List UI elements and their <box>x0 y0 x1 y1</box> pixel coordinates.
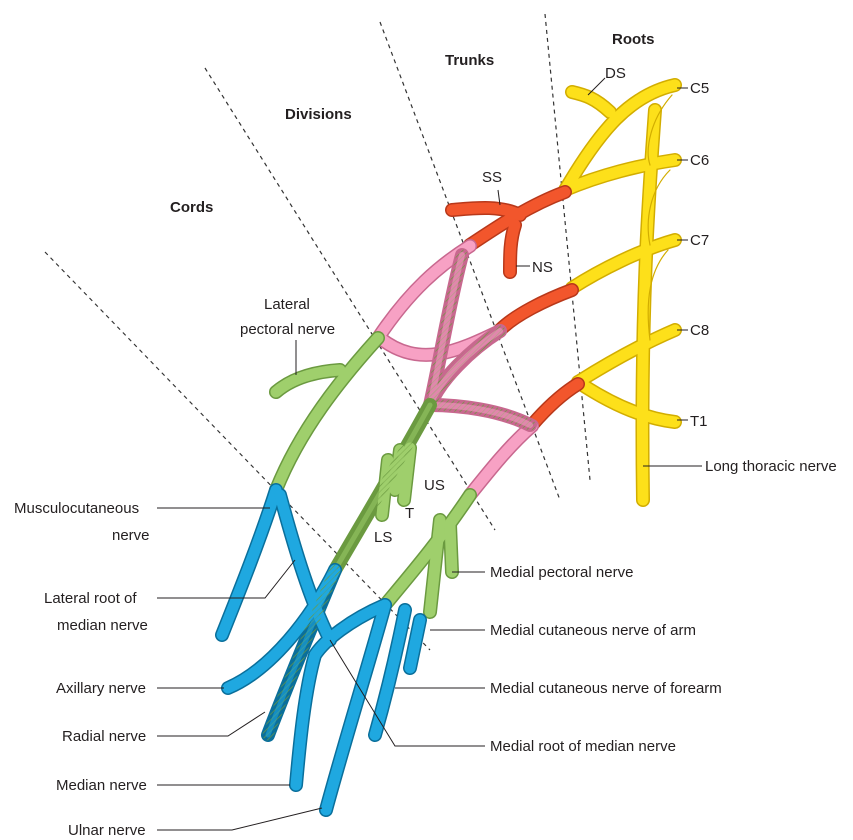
label-lateral-pectoral-1: Lateral <box>264 296 310 313</box>
label-c5: C5 <box>690 80 709 97</box>
section-label-roots: Roots <box>612 31 655 48</box>
section-label-trunks: Trunks <box>445 52 494 69</box>
label-t: T <box>405 505 414 522</box>
label-ns: NS <box>532 259 553 276</box>
label-ulnar-nerve: Ulnar nerve <box>68 822 146 839</box>
label-medial-cutaneous-arm: Medial cutaneous nerve of arm <box>490 622 696 639</box>
label-median-nerve: Median nerve <box>56 777 147 794</box>
label-medial-cutaneous-forearm: Medial cutaneous nerve of forearm <box>490 680 722 697</box>
label-radial-nerve: Radial nerve <box>62 728 146 745</box>
label-musculocutaneous-2: nerve <box>112 527 150 544</box>
label-medial-root-median: Medial root of median nerve <box>490 738 676 755</box>
label-us: US <box>424 477 445 494</box>
label-long-thoracic-nerve: Long thoracic nerve <box>705 458 837 475</box>
label-t1: T1 <box>690 413 708 430</box>
label-axillary-nerve: Axillary nerve <box>56 680 146 697</box>
labels: Roots Trunks Divisions Cords DS C5 C6 C7… <box>14 31 837 839</box>
trunks <box>452 192 578 425</box>
section-label-divisions: Divisions <box>285 106 352 123</box>
label-ss: SS <box>482 169 502 186</box>
label-lateral-root-2: median nerve <box>57 617 148 634</box>
label-c8: C8 <box>690 322 709 339</box>
label-lateral-root-1: Lateral root of <box>44 590 137 607</box>
roots <box>565 85 675 500</box>
leader-lines <box>157 78 702 830</box>
label-ds: DS <box>605 65 626 82</box>
label-ls: LS <box>374 529 392 546</box>
section-label-cords: Cords <box>170 199 213 216</box>
label-medial-pectoral-nerve: Medial pectoral nerve <box>490 564 633 581</box>
label-c6: C6 <box>690 152 709 169</box>
label-c7: C7 <box>690 232 709 249</box>
label-lateral-pectoral-2: pectoral nerve <box>240 321 335 338</box>
label-musculocutaneous-1: Musculocutaneous <box>14 500 139 517</box>
